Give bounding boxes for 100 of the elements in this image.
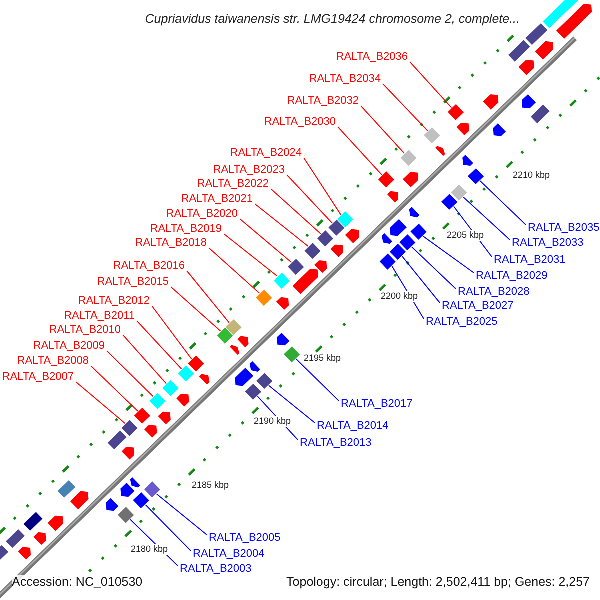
gene-block	[524, 22, 548, 46]
gene-diamond	[336, 210, 354, 228]
gene-diamond	[283, 346, 301, 364]
gene-diamond	[378, 170, 396, 189]
gene-block	[106, 430, 128, 450]
gene-label: RALTA_B2015	[97, 276, 169, 289]
gene-label: RALTA_B2033	[512, 237, 584, 250]
gene-diamond	[256, 372, 274, 390]
gene-label: RALTA_B2034	[309, 73, 381, 86]
gene-diamond	[216, 326, 234, 345]
gene-diamond	[400, 149, 418, 167]
gene-block	[508, 39, 532, 63]
gene-diamond	[287, 258, 306, 276]
gene-label: RALTA_B2035	[528, 222, 600, 235]
leader-line	[270, 188, 322, 235]
gene-diamond	[120, 419, 139, 438]
gene-label: RALTA_B2023	[213, 164, 285, 177]
leader-line	[156, 493, 208, 536]
gene-feature	[390, 218, 408, 237]
gene-feature	[518, 59, 535, 76]
gene-diamond	[467, 168, 485, 186]
gene-label: RALTA_B2027	[442, 300, 514, 313]
gene-diamond	[177, 364, 196, 383]
gene-label: RALTA_B2018	[135, 237, 207, 250]
gene-diamond	[410, 222, 428, 241]
gene-label: RALTA_B2025	[426, 316, 498, 329]
leader-line	[422, 236, 474, 274]
scale-label: 2210 kbp	[512, 170, 552, 181]
gene-feature	[276, 332, 291, 346]
gene-block	[22, 511, 44, 532]
gene-label: RALTA_B2004	[193, 548, 265, 561]
gene-feature	[229, 344, 240, 356]
gene-label: RALTA_B2032	[287, 95, 359, 108]
gene-feature	[521, 94, 537, 110]
gene-label: RALTA_B2022	[197, 178, 269, 191]
leader-line	[402, 256, 440, 304]
gene-feature	[408, 206, 421, 218]
gene-feature	[234, 367, 254, 387]
scale-label: 2180 kbp	[130, 544, 170, 555]
gene-feature	[314, 260, 328, 274]
leader-line	[170, 286, 222, 332]
scale-label: 2185 kbp	[191, 480, 230, 491]
leader-line	[254, 204, 310, 248]
scale-label: 2190 kbp	[253, 416, 292, 427]
accession-text: Accession: NC_010530	[12, 575, 143, 589]
gene-label: RALTA_B2012	[78, 295, 150, 308]
gene-feature	[130, 476, 142, 488]
leader-line	[240, 218, 292, 264]
leader-line	[106, 350, 154, 398]
leader-line	[144, 504, 192, 552]
genome-info-text: Topology: circular; Length: 2,502,411 bp; Genes: 2,257	[286, 575, 590, 589]
gene-diamond	[224, 318, 243, 336]
gene-label: RALTA_B2013	[300, 437, 372, 450]
gene-feature	[344, 228, 360, 244]
gene-diamond	[450, 184, 468, 202]
gene-diamond	[304, 242, 322, 260]
gene-feature	[462, 154, 474, 167]
gene-label: RALTA_B2036	[336, 51, 408, 64]
gene-feature	[482, 94, 500, 111]
gene-label: RALTA_B2008	[17, 355, 89, 368]
gene-feature	[402, 171, 420, 188]
gene-diamond	[132, 492, 150, 510]
gene-diamond	[423, 126, 442, 144]
gene-block	[530, 104, 551, 124]
gene-feature	[120, 482, 136, 498]
gene-feature	[292, 268, 319, 296]
gene-feature	[249, 360, 262, 373]
gene-label: RALTA_B2017	[341, 398, 413, 411]
leader-line	[462, 196, 510, 240]
gene-feature	[434, 146, 446, 158]
leader-line	[411, 246, 456, 290]
gene-feature	[330, 244, 344, 258]
gene-feature	[32, 532, 47, 546]
leader-line	[90, 366, 139, 412]
leader-line	[304, 158, 342, 216]
gene-feature	[70, 490, 90, 510]
gene-label: RALTA_B2028	[458, 286, 530, 299]
gene-label: RALTA_B2029	[476, 270, 548, 283]
gene-diamond	[187, 354, 206, 373]
leader-line	[186, 270, 230, 324]
gene-diamond	[316, 230, 334, 248]
gene-label: RALTA_B2019	[150, 223, 222, 236]
gene-diamond	[389, 243, 407, 261]
gene-diamond	[398, 234, 417, 252]
scale-label: 2200 kbp	[380, 291, 420, 302]
gene-label: RALTA_B2014	[317, 420, 389, 433]
gene-diamond	[162, 379, 180, 398]
gene-diamond	[328, 218, 346, 237]
gene-feature	[534, 40, 554, 61]
leader-line	[286, 174, 334, 224]
gene-label: RALTA_B2021	[181, 193, 253, 206]
gene-feature	[236, 336, 250, 349]
leader-line	[136, 320, 182, 370]
gene-diamond	[378, 252, 397, 271]
gene-feature	[492, 122, 507, 138]
leader-line	[360, 106, 406, 154]
leader-line	[152, 306, 193, 360]
gene-label: RALTA_B2024	[230, 147, 302, 160]
gene-diamond	[148, 392, 167, 410]
gene-label: RALTA_B2009	[33, 340, 105, 353]
